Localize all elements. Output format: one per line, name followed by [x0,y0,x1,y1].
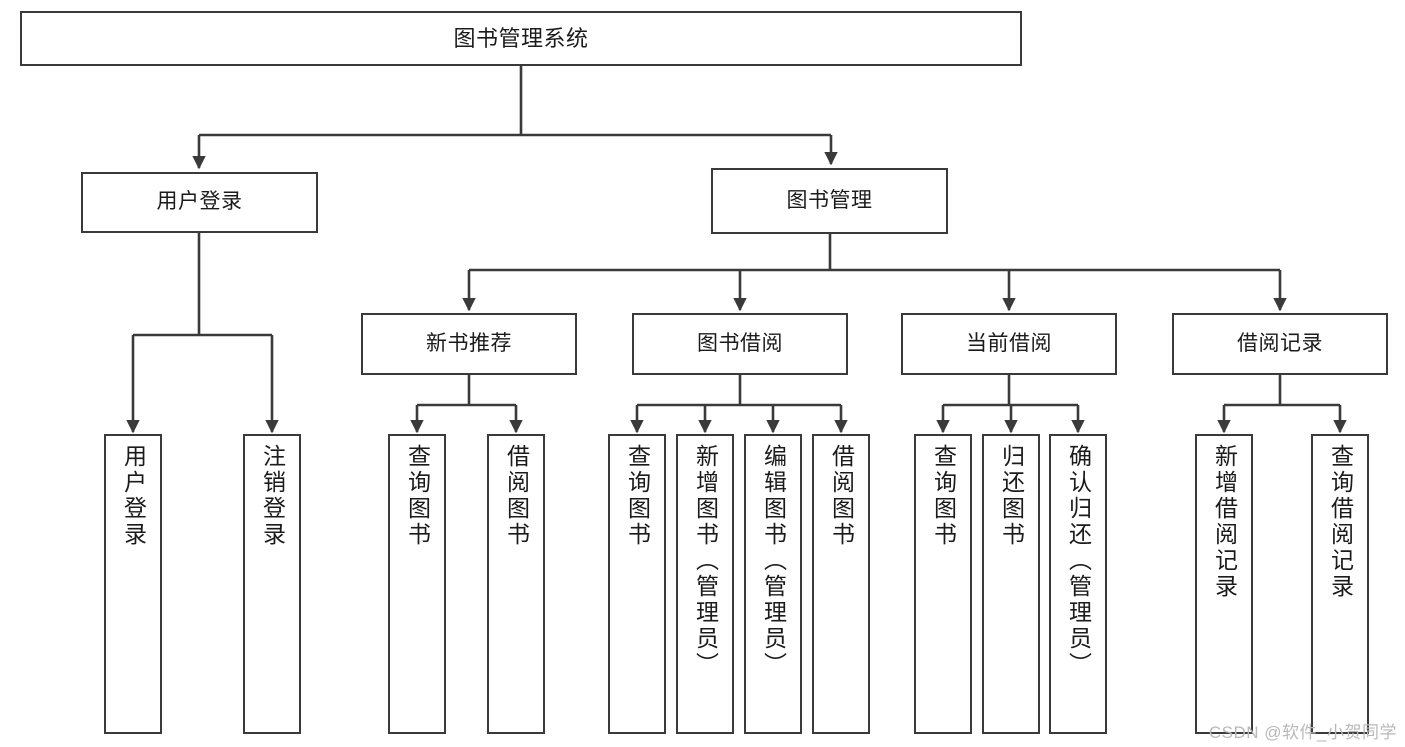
leaf-user-login-login[interactable]: 用户登录 [104,434,162,734]
node-book-management[interactable]: 图书管理 [711,168,948,234]
node-book-management-system[interactable]: 图书管理系统 [20,11,1022,66]
leaf-user-login-logout[interactable]: 注销登录 [243,434,301,734]
node-label: 借阅图书 [503,444,530,548]
node-label: 新书推荐 [426,331,512,355]
leaf-current-borrow-return[interactable]: 归还图书 [982,434,1040,734]
leaf-new-book-query[interactable]: 查询图书 [388,434,446,734]
node-user-login[interactable]: 用户登录 [81,172,318,233]
node-label: 查询图书 [404,444,431,548]
node-label: 用户登录 [120,444,147,548]
node-label: 确认归还（管理员） [1065,444,1092,678]
csdn-watermark: CSDN @软件_小贺同学 [1208,723,1397,742]
node-label: 借阅记录 [1237,331,1323,355]
leaf-borrow-record-query[interactable]: 查询借阅记录 [1311,434,1369,734]
node-label: 图书管理 [786,188,873,212]
node-label: 新增图书（管理员） [692,444,719,678]
leaf-new-book-borrow[interactable]: 借阅图书 [487,434,545,734]
node-label: 图书管理系统 [453,25,589,51]
leaf-book-borrow-lend[interactable]: 借阅图书 [812,434,870,734]
node-label: 借阅图书 [828,444,855,548]
node-label: 当前借阅 [966,331,1052,355]
node-current-borrow[interactable]: 当前借阅 [901,313,1117,375]
leaf-borrow-record-add[interactable]: 新增借阅记录 [1195,434,1253,734]
node-borrow-record[interactable]: 借阅记录 [1172,313,1388,375]
leaf-book-borrow-edit[interactable]: 编辑图书（管理员） [744,434,802,734]
leaf-book-borrow-query[interactable]: 查询图书 [608,434,666,734]
node-label: 图书借阅 [697,331,783,355]
node-label: 编辑图书（管理员） [760,444,787,678]
node-label: 新增借阅记录 [1211,444,1238,600]
leaf-current-borrow-query[interactable]: 查询图书 [914,434,972,734]
leaf-current-borrow-confirm-return[interactable]: 确认归还（管理员） [1049,434,1107,734]
node-book-borrow[interactable]: 图书借阅 [632,313,848,375]
node-label: 查询图书 [930,444,957,548]
node-new-book-recommend[interactable]: 新书推荐 [361,313,577,375]
node-label: 归还图书 [998,444,1025,548]
node-label: 查询图书 [624,444,651,548]
leaf-book-borrow-add[interactable]: 新增图书（管理员） [676,434,734,734]
node-label: 注销登录 [259,444,286,548]
node-label: 用户登录 [156,190,243,214]
node-label: 查询借阅记录 [1327,444,1354,600]
